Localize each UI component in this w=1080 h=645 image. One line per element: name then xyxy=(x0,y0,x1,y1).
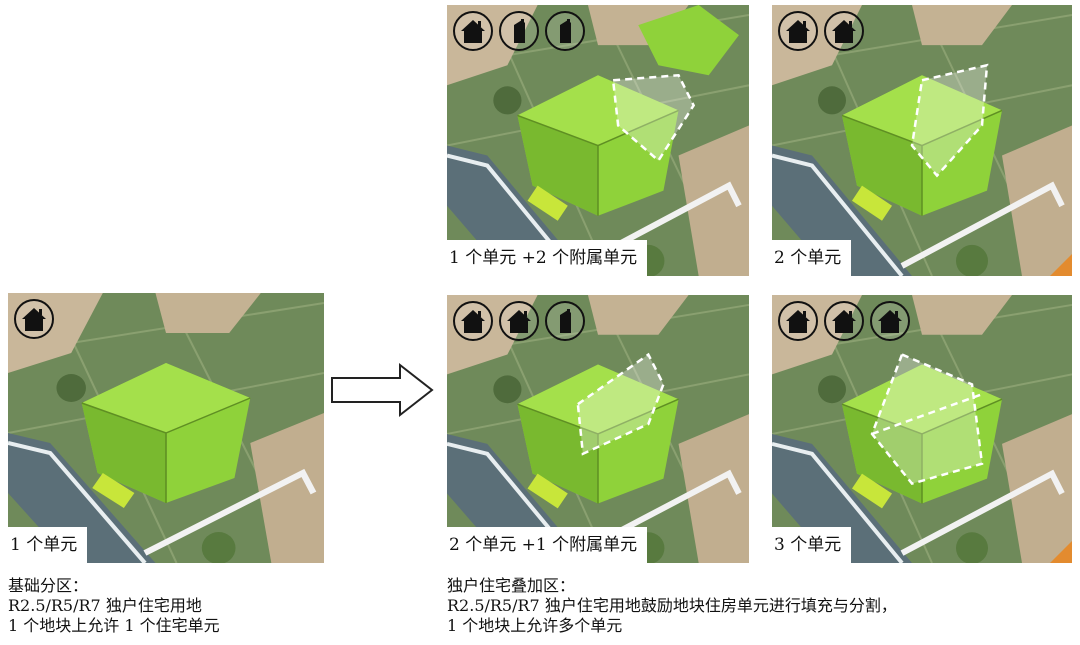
overlay-panel-2-plus-1: 2 个单元 +1 个附属单元 xyxy=(447,295,749,563)
lot-scene-illustration xyxy=(447,5,749,276)
unit-icons xyxy=(778,11,864,51)
panel-label: 3 个单元 xyxy=(772,527,852,563)
unit-icons xyxy=(453,11,585,51)
unit-icons xyxy=(14,299,54,339)
caption-line: 独户住宅叠加区： xyxy=(447,576,576,595)
house-full-icon xyxy=(824,301,864,341)
house-full-icon xyxy=(453,11,493,51)
house-full-icon xyxy=(870,301,910,341)
overlay-zoning-caption: 独户住宅叠加区： R2.5/R5/R7 独户住宅用地鼓励地块住房单元进行填充与分… xyxy=(447,576,897,636)
house-full-icon xyxy=(14,299,54,339)
lot-scene-illustration xyxy=(447,295,749,563)
caption-line: R2.5/R5/R7 独户住宅用地鼓励地块住房单元进行填充与分割， xyxy=(447,596,897,615)
corner-marker xyxy=(1050,541,1072,563)
lot-scene-illustration xyxy=(772,5,1072,276)
panel-label: 1 个单元 +2 个附属单元 xyxy=(447,240,648,276)
caption-line: R2.5/R5/R7 独户住宅用地 xyxy=(8,596,202,615)
panel-label: 1 个单元 xyxy=(8,527,88,563)
house-half-icon xyxy=(499,11,539,51)
caption-line: 1 个地块上允许多个单元 xyxy=(447,616,623,635)
house-half-icon xyxy=(545,301,585,341)
house-full-icon xyxy=(499,301,539,341)
house-full-icon xyxy=(778,11,818,51)
overlay-panel-3-units: 3 个单元 xyxy=(772,295,1072,563)
panel-label: 2 个单元 xyxy=(772,240,852,276)
unit-icons xyxy=(778,301,910,341)
caption-line: 基础分区： xyxy=(8,576,89,595)
house-full-icon xyxy=(453,301,493,341)
unit-icons xyxy=(453,301,585,341)
caption-line: 1 个地块上允许 1 个住宅单元 xyxy=(8,616,220,635)
house-full-icon xyxy=(778,301,818,341)
house-half-icon xyxy=(545,11,585,51)
overlay-panel-1-plus-2: 1 个单元 +2 个附属单元 xyxy=(447,5,749,276)
panel-label: 2 个单元 +1 个附属单元 xyxy=(447,527,648,563)
lot-scene-illustration xyxy=(772,295,1072,563)
lot-scene-illustration xyxy=(8,293,324,563)
house-full-icon xyxy=(824,11,864,51)
base-zoning-caption: 基础分区： R2.5/R5/R7 独户住宅用地 1 个地块上允许 1 个住宅单元 xyxy=(8,576,220,636)
overlay-panel-2-units: 2 个单元 xyxy=(772,5,1072,276)
transition-arrow-icon xyxy=(331,362,434,418)
corner-marker xyxy=(1050,254,1072,276)
base-zoning-panel: 1 个单元 xyxy=(8,293,324,563)
